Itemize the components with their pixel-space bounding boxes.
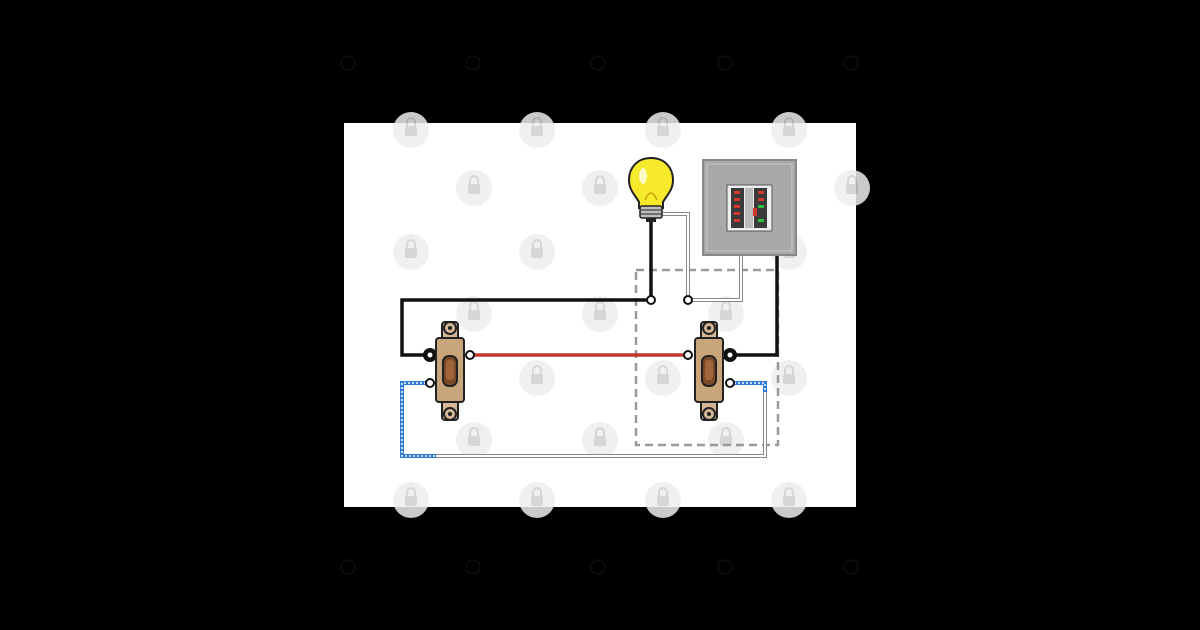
neutral-wire: [402, 212, 767, 458]
wire-terminals: [423, 295, 737, 388]
hot-wire: [400, 218, 779, 357]
breaker-panel-icon: [702, 159, 797, 256]
light-bulb-icon: [627, 156, 675, 222]
junction-box: [634, 268, 780, 447]
traveler-wire-dotted: [400, 381, 767, 458]
